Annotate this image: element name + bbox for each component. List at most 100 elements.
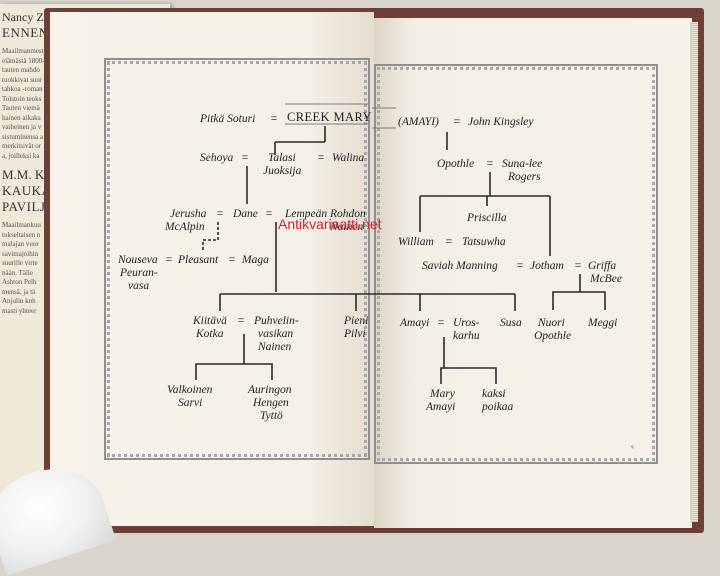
- eq-sign: =: [486, 158, 494, 170]
- eq-sign: =: [228, 254, 236, 266]
- name-kiitava: Kiitävä: [193, 315, 227, 327]
- eq-sign: =: [574, 260, 582, 272]
- name-dane: Dane: [233, 208, 258, 220]
- blurb-line: mensä, ja tä: [2, 287, 36, 296]
- back-book-title-2a: KAUKAI: [2, 183, 54, 198]
- name-jotham: Jotham: [530, 260, 564, 272]
- name-john-kingsley: John Kingsley: [468, 116, 534, 128]
- background-book-text: Nancy Zar ENNEN P Maailmanmesta elämästä…: [2, 10, 54, 330]
- blurb-line: hainen aikaka: [2, 113, 41, 122]
- name-mcbee: McBee: [590, 273, 622, 285]
- eq-sign: =: [216, 208, 224, 220]
- name-amayi: Amayi: [400, 317, 430, 329]
- name-lempean-nainen: Nainen: [330, 221, 364, 233]
- name-tatsuwha: Tatsuwha: [462, 236, 506, 248]
- name-creek-mary: CREEK MARY: [287, 110, 372, 124]
- eq-sign: =: [265, 208, 273, 220]
- watermark-text: Antikvariaatti.net: [278, 216, 382, 232]
- blurb-line: Maailmankuu: [2, 221, 41, 229]
- blurb-line: suurille virte: [2, 259, 38, 267]
- back-book-author-2: M.M. Ka: [2, 167, 51, 182]
- name-puhvelin: Puhvelin-: [254, 315, 299, 327]
- name-nuori: Nuori: [538, 317, 565, 329]
- name-opothle: Opothle: [437, 158, 475, 170]
- back-book-blurb: Maailmanmesta elämästä 1800- tauten mahd…: [2, 47, 54, 161]
- creek-mary-ornament: [285, 103, 368, 125]
- blurb-line: vaiheinen ja v: [2, 123, 42, 131]
- name-vasa: vasa: [128, 280, 150, 292]
- name-kotka: Kotka: [196, 328, 224, 340]
- name-griffa: Griffa: [588, 260, 617, 272]
- line-dane-pleasant: [202, 222, 219, 252]
- blurb-line: Tauten viemä: [2, 104, 40, 112]
- line-kiitava-kids: [195, 334, 273, 380]
- blurb-line: merkitsivät or: [2, 142, 42, 150]
- name-maga: Maga: [242, 254, 269, 266]
- name-poikaa: poikaa: [482, 401, 514, 413]
- ornamental-frame-left: [104, 58, 370, 460]
- blurb-line: Maailmanmesta: [2, 47, 47, 55]
- name-juoksija: Juoksija: [263, 165, 302, 177]
- line-jotham-kids: [552, 274, 606, 310]
- blurb-line: tauten mahdo: [2, 66, 40, 74]
- eq-sign: =: [241, 152, 249, 164]
- name-suna-lee: Suna-lee: [502, 158, 543, 170]
- eq-sign: =: [437, 317, 445, 329]
- blurb-line: tuokkivat suur: [2, 75, 43, 84]
- name-tytto: Tyttö: [260, 410, 283, 422]
- blurb-line: tukseltaisen n: [2, 230, 41, 239]
- name-jerusha: Jerusha: [170, 208, 207, 220]
- name-nainen: Nainen: [258, 341, 292, 353]
- name-lempean-rohdon: Lempeän Rohdon: [285, 208, 366, 220]
- name-saviah-manning: Saviah Manning: [422, 260, 498, 272]
- photo-scene: Nancy Zar ENNEN P Maailmanmesta elämästä…: [0, 4, 704, 576]
- name-nouseva: Nouseva: [118, 254, 158, 266]
- blurb-line: elämästä 1800-: [2, 56, 45, 65]
- family-tree-lines: [195, 103, 606, 384]
- eq-sign: =: [453, 116, 461, 128]
- blurb-line: sistuminensa a: [2, 132, 44, 141]
- name-talasi: Talasi: [268, 152, 296, 164]
- name-kaksi: kaksi: [482, 388, 506, 400]
- amayi-ornament: [372, 107, 396, 129]
- name-pitka-soturi: Pitkä Soturi: [200, 113, 256, 125]
- name-vasikan: vasikan: [258, 328, 294, 340]
- blurb-line: nään. Tälle: [2, 268, 33, 277]
- name-pleasant: Pleasant: [178, 254, 219, 266]
- eq-sign: =: [237, 315, 245, 327]
- name-auringon: Auringon: [248, 384, 292, 396]
- line-amayi-kids: [440, 337, 497, 384]
- name-meggi: Meggi: [588, 317, 618, 329]
- eq-sign: =: [270, 113, 278, 125]
- name-sehoya: Sehoya: [200, 152, 234, 164]
- name-sarvi: Sarvi: [178, 397, 203, 409]
- name-walina: Walina: [332, 152, 365, 164]
- blurb-line: malajan vuor: [2, 240, 39, 248]
- name-uros: Uros-: [453, 317, 480, 329]
- name-amayi-top: (AMAYI): [398, 116, 439, 128]
- name-william: William: [398, 236, 434, 248]
- name-valkoinen: Valkoinen: [167, 384, 213, 396]
- ornamental-frame-right: [374, 64, 658, 464]
- name-priscilla: Priscilla: [467, 212, 507, 224]
- blurb-line: masti yhteer: [2, 306, 37, 315]
- name-hengen: Hengen: [253, 397, 289, 409]
- name-mary: Mary: [430, 388, 455, 400]
- back-book-title-2b: PAVILJO: [2, 199, 54, 214]
- eq-sign: =: [165, 254, 173, 266]
- name-pilvi: Pilvi: [344, 328, 366, 340]
- name-rogers: Rogers: [508, 171, 541, 183]
- back-book-author: Nancy Zar: [2, 10, 53, 24]
- name-karhu: karhu: [453, 330, 480, 342]
- name-mary-amayi: Amayi: [426, 401, 456, 413]
- eq-sign: =: [317, 152, 325, 164]
- right-page: [374, 18, 692, 528]
- page-edges: [690, 22, 698, 522]
- back-book-blurb-2: Maailmankuu tukseltaisen n malajan vuor …: [2, 221, 54, 316]
- eq-sign: =: [445, 236, 453, 248]
- illustrator-signature: ✎: [630, 446, 635, 451]
- name-nuori-opothle: Opothle: [534, 330, 572, 342]
- name-susa: Susa: [500, 317, 522, 329]
- blurb-line: Ashton Pelh: [2, 278, 37, 286]
- name-mcalpin: McAlpin: [165, 221, 205, 233]
